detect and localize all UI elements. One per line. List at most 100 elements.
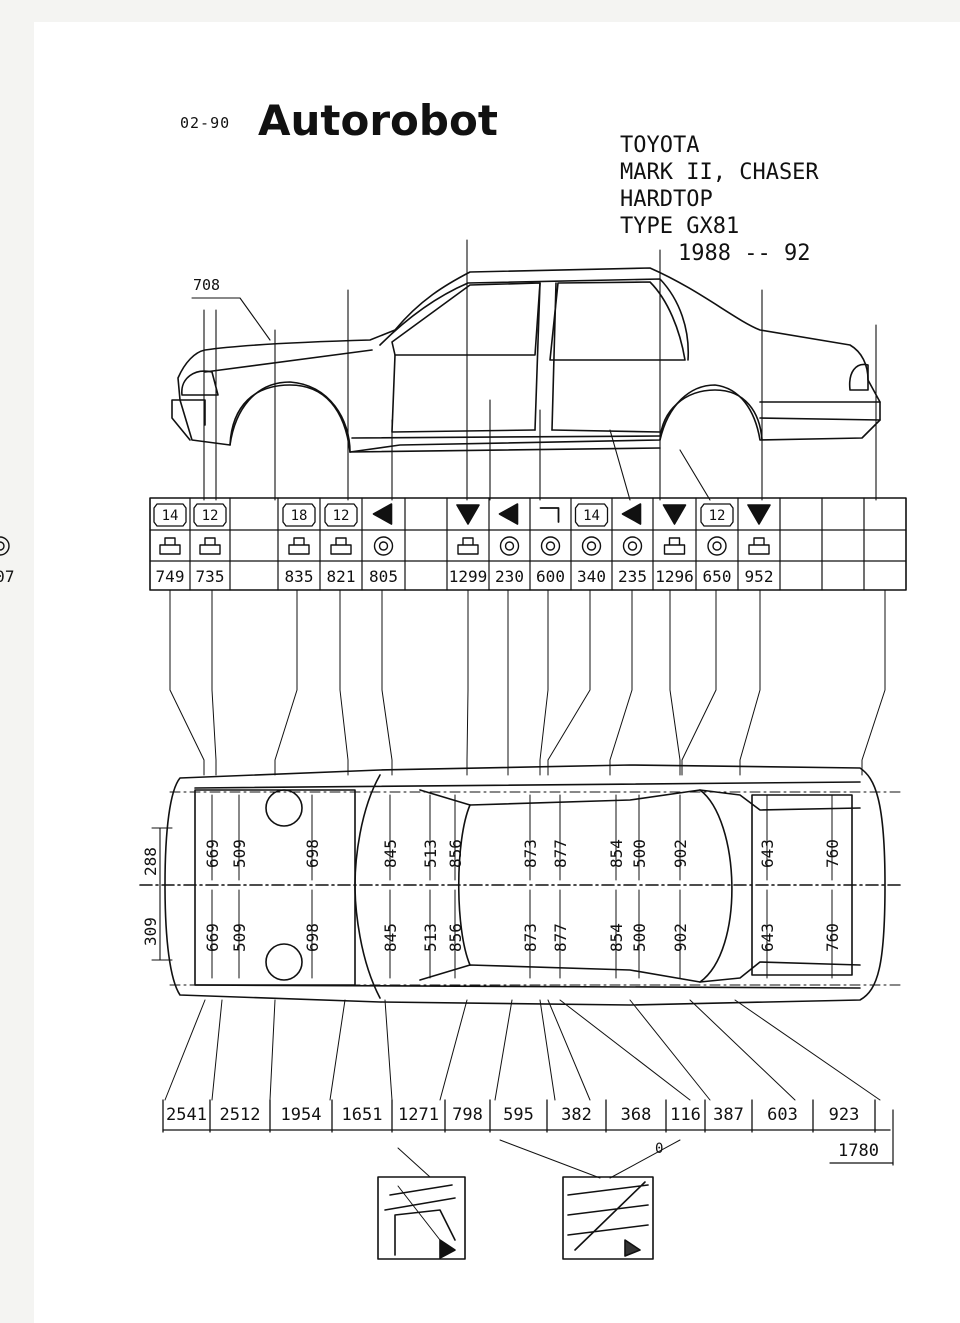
plan-view-car	[139, 764, 901, 1006]
width-dim-upper: 698	[303, 839, 322, 868]
outer-dim-top: 288	[141, 847, 160, 876]
target-circle-icon	[0, 536, 10, 556]
width-dim-lower: 643	[758, 923, 777, 952]
table-value: 235	[618, 567, 647, 586]
length-dim-label: 387	[713, 1105, 744, 1125]
length-dim-label: 603	[767, 1105, 798, 1125]
corner-icon	[539, 507, 560, 523]
left-arrow-icon	[372, 503, 393, 525]
vehicle-info: TOYOTA MARK II, CHASER HARDTOP TYPE GX81…	[620, 132, 819, 267]
down-arrow-icon	[662, 504, 687, 525]
table-value: 707	[0, 567, 14, 586]
table-value: 749	[156, 567, 185, 586]
side-view-car	[171, 267, 881, 453]
length-dim-label: 798	[452, 1105, 483, 1125]
table-column: 952	[745, 504, 774, 586]
badge-label: 18	[291, 508, 308, 524]
outer-dims	[151, 827, 173, 961]
width-dim-upper: 873	[521, 839, 540, 868]
detail-inset-left	[377, 1176, 466, 1260]
outer-dim-bottom: 309	[141, 917, 160, 946]
length-dim-label: 368	[621, 1105, 652, 1125]
total-length-label: 1780	[838, 1141, 879, 1161]
width-dim-upper: 500	[630, 839, 649, 868]
badge-label: 14	[162, 508, 179, 524]
width-dim-lower: 513	[421, 923, 440, 952]
badge-number: 14	[574, 503, 609, 527]
vehicle-make: TOYOTA	[620, 133, 700, 158]
table-column: 14 749	[153, 503, 187, 586]
inset-leaders	[397, 1139, 681, 1179]
length-dim-label: 382	[561, 1105, 592, 1125]
length-dim-label: 2541	[166, 1105, 207, 1125]
brand-title: Autorobot	[258, 96, 498, 145]
table-value: 1296	[655, 567, 694, 586]
width-dim-lower: 873	[521, 923, 540, 952]
table-value: 340	[577, 567, 606, 586]
table-column: 805	[369, 503, 398, 586]
table-column: 14 340	[574, 503, 609, 586]
width-dim-lower: 509	[230, 923, 249, 952]
badge-label: 12	[333, 508, 350, 524]
bottom-leaders	[164, 999, 881, 1101]
vehicle-type: TYPE GX81	[620, 214, 740, 239]
length-dim-label: 1954	[281, 1105, 322, 1125]
width-dim-lower: 698	[303, 923, 322, 952]
side-note-label: 708	[193, 276, 220, 294]
width-dim-upper: 845	[381, 839, 400, 868]
width-dim-upper: 643	[758, 839, 777, 868]
width-dim-upper: 760	[823, 839, 842, 868]
table-column: 600	[536, 507, 565, 586]
table-value: 952	[745, 567, 774, 586]
table-column: 1299	[449, 504, 488, 586]
table-column: 12 735	[193, 503, 227, 586]
detail-inset-right	[562, 1176, 654, 1260]
table-value: 735	[196, 567, 225, 586]
target-circle-icon	[540, 536, 561, 556]
length-dim-label: 1271	[398, 1105, 439, 1125]
length-dim-label: 1651	[342, 1105, 383, 1125]
width-dim-upper: 902	[671, 839, 690, 868]
mount-bracket-icon	[199, 537, 221, 555]
width-dim-lower: 500	[630, 923, 649, 952]
mount-bracket-icon	[330, 537, 352, 555]
left-arrow-icon	[621, 503, 642, 525]
width-dim-upper: 877	[551, 839, 570, 868]
length-dim-label: 2512	[220, 1105, 261, 1125]
badge-number: 12	[700, 503, 734, 527]
badge-number: 12	[193, 503, 227, 527]
width-dim-upper: 854	[607, 839, 626, 868]
badge-label: 12	[709, 508, 726, 524]
table-value: 835	[285, 567, 314, 586]
drawing-sheet	[34, 22, 960, 1323]
width-dim-lower: 854	[607, 923, 626, 952]
table-connectors	[169, 589, 886, 776]
table-column: 235	[618, 503, 647, 586]
down-arrow-icon	[456, 504, 480, 525]
table-value: 805	[369, 567, 398, 586]
badge-label: 12	[202, 508, 219, 524]
length-dim-label: 923	[829, 1105, 860, 1125]
width-dim-upper: 509	[230, 839, 249, 868]
length-dim-label: 595	[503, 1105, 534, 1125]
width-dim-lower: 760	[823, 923, 842, 952]
vehicle-model: MARK II, CHASER	[620, 160, 819, 185]
target-circle-icon	[581, 536, 602, 556]
mount-bracket-icon	[288, 537, 310, 555]
mount-bracket-icon	[159, 537, 181, 555]
table-column: 18 835	[282, 503, 316, 586]
mount-bracket-icon	[663, 537, 686, 555]
width-dim-lower: 845	[381, 923, 400, 952]
target-circle-icon	[622, 536, 643, 556]
table-column: 12 821	[324, 503, 358, 586]
vehicle-body: HARDTOP	[620, 187, 713, 212]
left-arrow-icon	[498, 503, 519, 525]
target-circle-icon	[373, 536, 394, 556]
target-circle-icon	[707, 536, 727, 556]
width-dim-lower: 669	[203, 923, 222, 952]
table-value: 1299	[449, 567, 488, 586]
table-value: 821	[327, 567, 356, 586]
